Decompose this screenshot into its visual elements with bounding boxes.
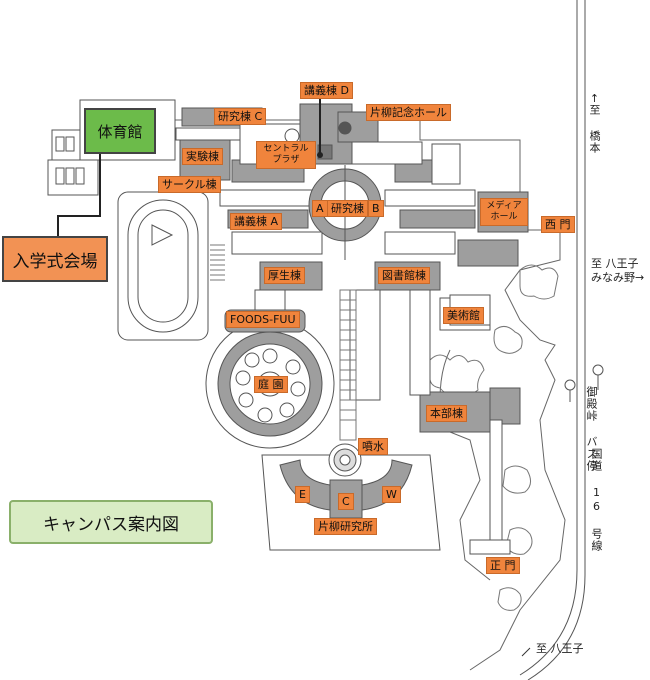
direction-arrows [521, 647, 531, 657]
west-gate-label: 西 門 [541, 216, 575, 233]
wing-c-label: C [338, 493, 354, 510]
dir-route16: 国道 16 号線 [590, 448, 603, 552]
kogi-d-label: 講義棟 D [300, 82, 353, 99]
dir-hachioji-minamino: 至 八王子 [591, 257, 639, 270]
walkway [339, 289, 357, 441]
media-hall-label: メディア ホール [480, 198, 528, 226]
dir-minamino: みなみ野→ [591, 271, 645, 284]
honbu-label: 本部棟 [426, 405, 467, 422]
circle-label: サークル棟 [158, 176, 221, 193]
dir-hashimoto: ↑ [588, 92, 601, 106]
library-label: 図書館棟 [378, 267, 430, 284]
bus-stop-marks [564, 364, 604, 402]
jikken-label: 実験棟 [182, 148, 223, 165]
stairs [210, 244, 225, 281]
dir-hashimoto-label: 至 橋本 [588, 104, 601, 154]
ceremony-venue-label: 入学式会場 [2, 236, 108, 282]
kenkyu-c-label: 研究棟 C [214, 108, 267, 125]
main-gate-label: 正 門 [486, 557, 520, 574]
national-route-16 [519, 0, 586, 680]
kogi-a-label: 講義棟 A [230, 213, 283, 230]
dir-hachioji: 至 八王子 [536, 642, 584, 655]
dir-bus-stop: 御殿峠 バス停 [585, 386, 598, 472]
garden-label: 庭 園 [254, 376, 288, 393]
venue-pointer [57, 140, 101, 236]
kosei-label: 厚生棟 [264, 267, 305, 284]
central-plaza-label: セントラル プラザ [256, 141, 316, 169]
wing-a-label: A [312, 200, 328, 217]
campus-guide-title: キャンパス案内図 [9, 500, 213, 544]
wing-w-label: W [382, 486, 401, 503]
katayanagi-lab-label: 片柳研究所 [314, 518, 377, 535]
wing-e-label: E [295, 486, 310, 503]
athletic-track [117, 191, 209, 341]
kenkyu-label: 研究棟 [327, 200, 368, 217]
foods-label: FOODS-FUU [226, 311, 300, 328]
fountain-label: 噴水 [358, 438, 388, 455]
gym-label: 体育館 [84, 108, 156, 154]
wing-b-label: B [368, 200, 384, 217]
museum-label: 美術館 [443, 307, 484, 324]
katayanagi-hall-label: 片柳記念ホール [366, 104, 451, 121]
hall-pointer-dot [317, 152, 323, 158]
